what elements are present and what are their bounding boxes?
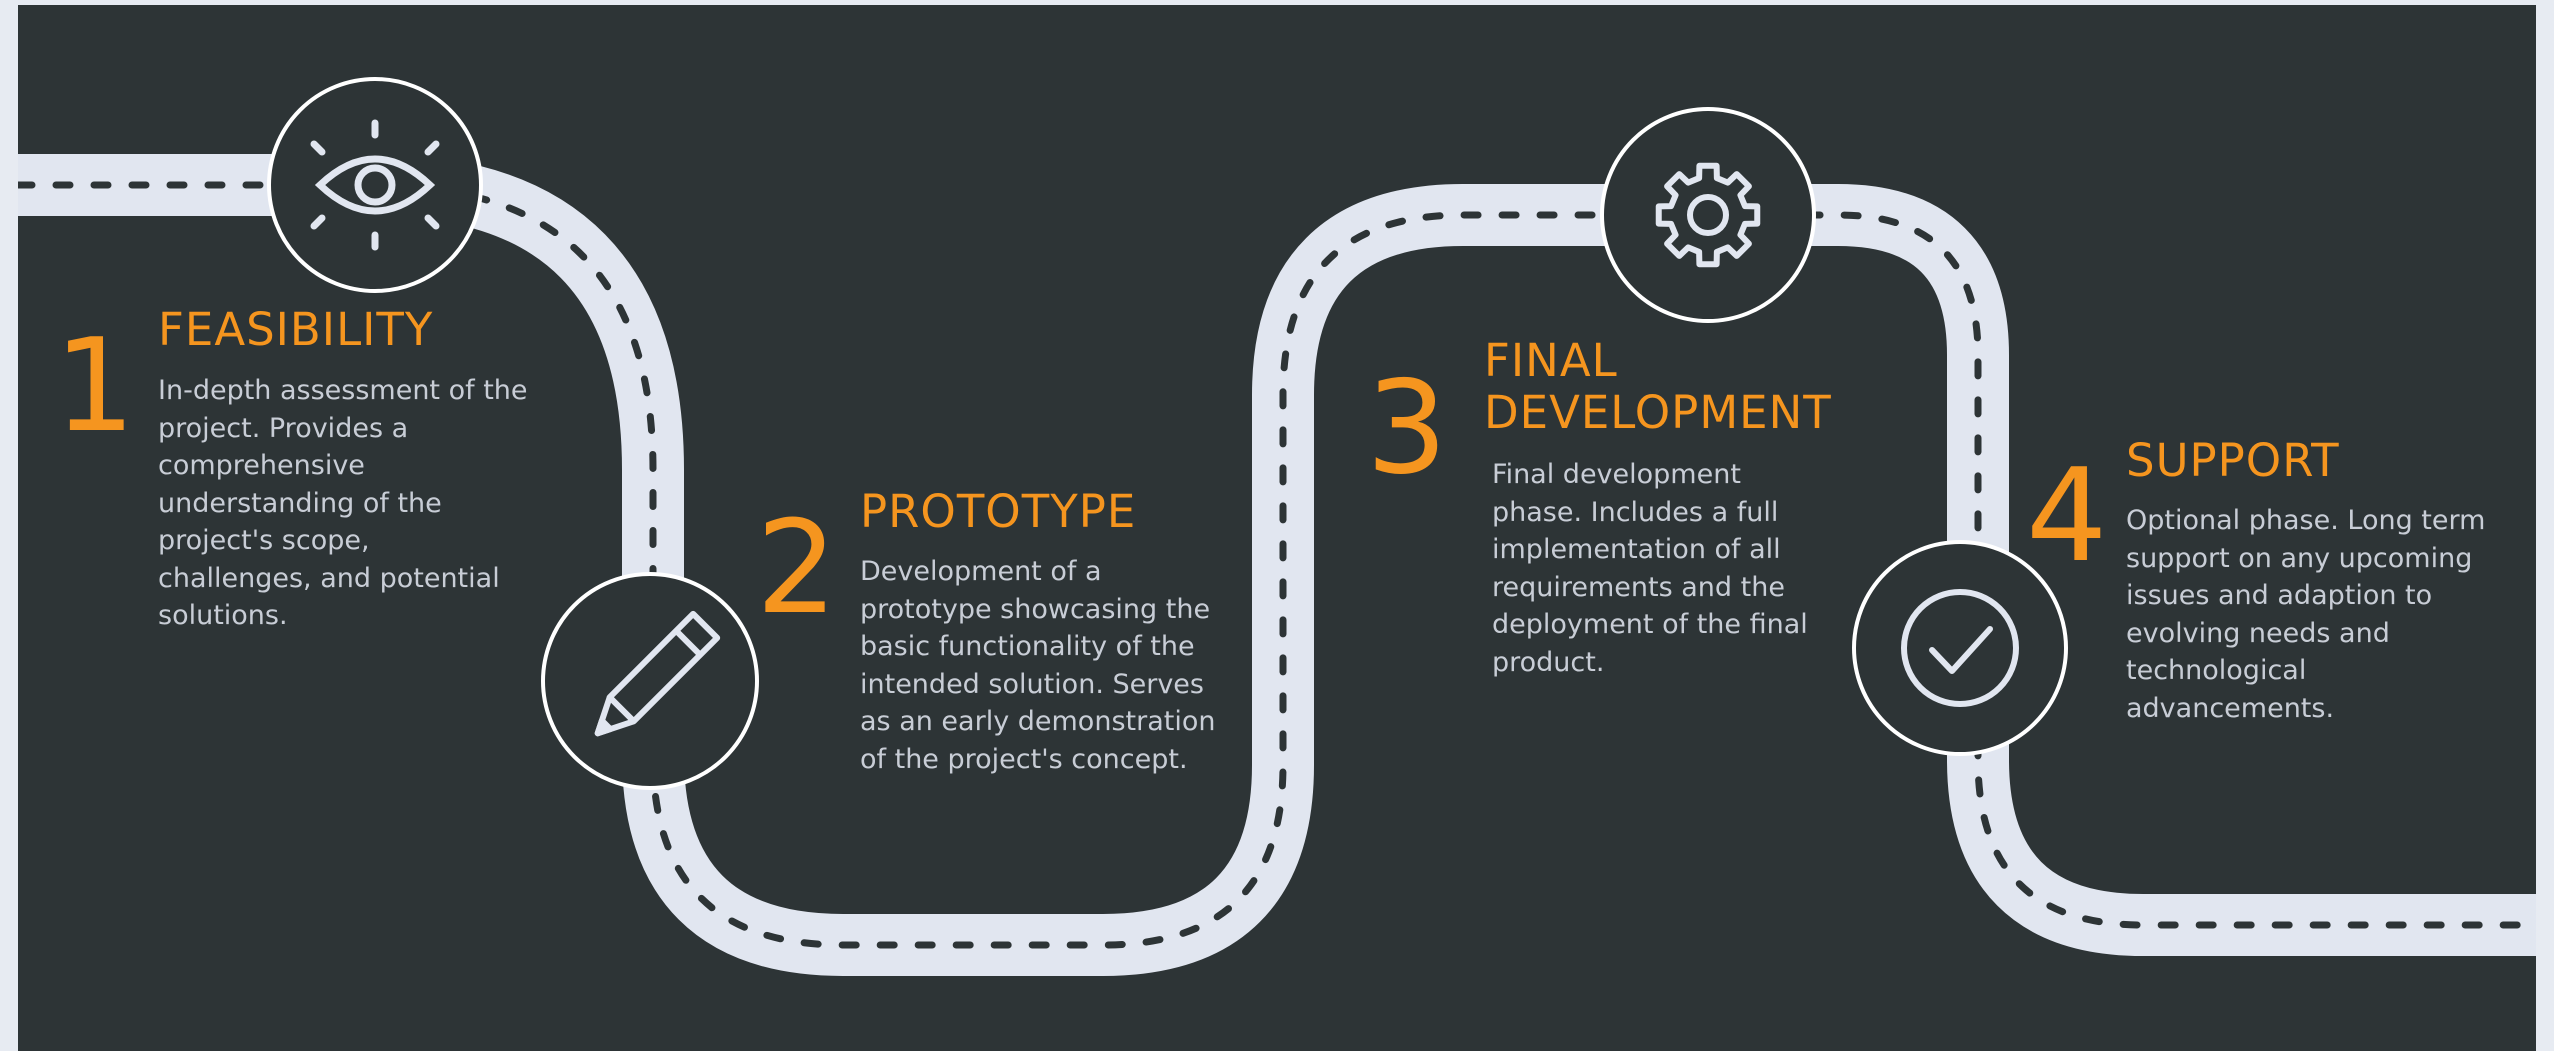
road-path <box>18 77 2536 976</box>
stage-4-number: 4 <box>2026 442 2108 591</box>
stage-2-description: Development of a prototype showcasing th… <box>860 556 1216 775</box>
stage-4-title: SUPPORT <box>2126 434 2340 487</box>
road-center-dashes <box>18 181 2536 949</box>
stage-1-number: 1 <box>54 312 136 461</box>
pencil-icon <box>594 610 721 737</box>
stage-1-title: FEASIBILITY <box>158 303 434 356</box>
stage-2-title: PROTOTYPE <box>860 485 1137 538</box>
gear-icon <box>1655 162 1761 268</box>
stage-3-title: FINAL DEVELOPMENT <box>1484 334 1832 439</box>
stage-2-node <box>541 572 759 790</box>
stage-1-description: In-depth assessment of the project. Prov… <box>158 375 528 631</box>
stage-4-node <box>1852 540 2068 756</box>
stage-3-number: 3 <box>1366 354 1448 503</box>
stage-4-description: Optional phase. Long term support on any… <box>2126 505 2486 724</box>
stage-3-description: Final development phase. Includes a full… <box>1492 459 1808 678</box>
stage-2-number: 2 <box>756 494 838 643</box>
stage-3-node <box>1600 107 1816 323</box>
roadmap-canvas: 1 FEASIBILITY In-depth assessment of the… <box>18 5 2536 1051</box>
checkmark-icon <box>1901 589 2019 707</box>
eye-icon <box>310 119 440 251</box>
stage-1-node <box>267 77 483 293</box>
